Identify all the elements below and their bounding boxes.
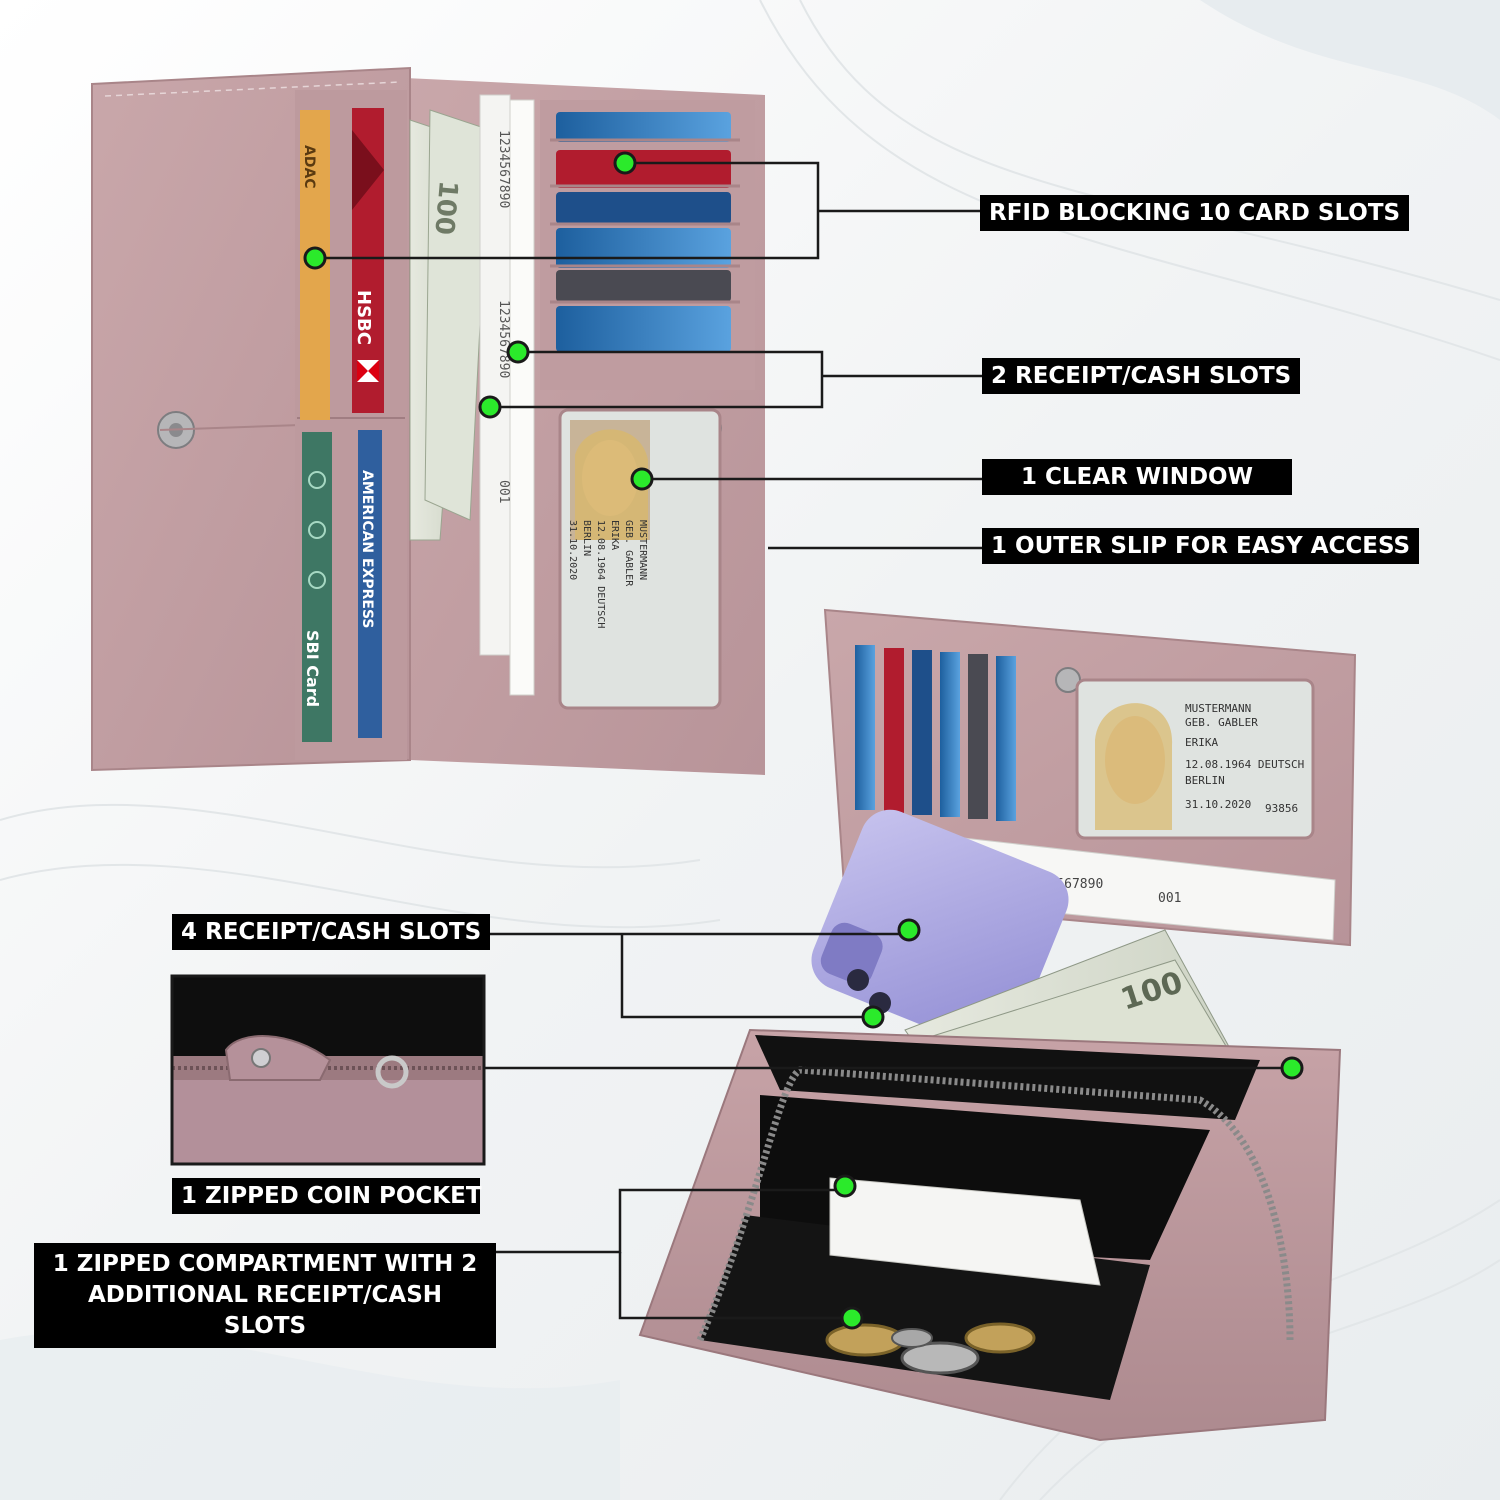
label-2-receipt-cash-slots: 2 RECEIPT/CASH SLOTS bbox=[982, 358, 1301, 394]
id-clear-window-top: MUSTERMANN GEB. GABLER ERIKA 12.08.1964 … bbox=[558, 408, 722, 710]
svg-text:31.10.2020: 31.10.2020 bbox=[1185, 798, 1251, 811]
svg-text:1234567890: 1234567890 bbox=[496, 130, 511, 208]
wallet-open-bottom: MUSTERMANN GEB. GABLER ERIKA 12.08.1964 … bbox=[638, 608, 1357, 1442]
svg-text:MUSTERMANN: MUSTERMANN bbox=[1185, 702, 1251, 715]
coin-pocket-inset bbox=[170, 974, 486, 1166]
svg-text:12.08.1964 DEUTSCH: 12.08.1964 DEUTSCH bbox=[1185, 758, 1304, 771]
card-slots-top-right bbox=[540, 100, 755, 390]
svg-text:93856: 93856 bbox=[1265, 802, 1298, 815]
dot-coin bbox=[1280, 1056, 1304, 1080]
dot-window bbox=[630, 467, 654, 491]
adac-card: ADAC bbox=[300, 110, 330, 420]
svg-text:ADAC: ADAC bbox=[301, 145, 317, 189]
svg-text:31.10.2020: 31.10.2020 bbox=[567, 520, 578, 580]
svg-text:001: 001 bbox=[1158, 891, 1181, 906]
label-4-receipt-cash-slots: 4 RECEIPT/CASH SLOTS bbox=[172, 914, 491, 950]
svg-text:HSBC: HSBC bbox=[353, 290, 374, 345]
svg-text:100: 100 bbox=[428, 179, 463, 236]
svg-text:GEB. GABLER: GEB. GABLER bbox=[623, 520, 634, 587]
amex-card: AMERICAN EXPRESS bbox=[358, 430, 382, 738]
callout-dots bbox=[303, 151, 1304, 1330]
dot-zipped-1 bbox=[833, 1174, 857, 1198]
dot-rfid-1 bbox=[613, 151, 637, 175]
wallet-open-top: ADAC HSBC SBI Card AMERICAN EXPRESS bbox=[91, 66, 765, 775]
dot-receipt4-1 bbox=[897, 918, 921, 942]
dot-receipt2-2 bbox=[478, 395, 502, 419]
svg-text:12.08.1964 DEUTSCH: 12.08.1964 DEUTSCH bbox=[595, 520, 606, 628]
svg-text:SBI Card: SBI Card bbox=[303, 630, 322, 707]
dot-receipt2-1 bbox=[506, 340, 530, 364]
label-zipped-line-2: ADDITIONAL RECEIPT/CASH SLOTS bbox=[87, 1282, 443, 1339]
label-outer-slip: 1 OUTER SLIP FOR EASY ACCESS bbox=[982, 528, 1420, 564]
svg-text:BERLIN: BERLIN bbox=[1185, 774, 1225, 787]
svg-text:GEB. GABLER: GEB. GABLER bbox=[1185, 716, 1258, 729]
svg-text:1234567890: 1234567890 bbox=[496, 300, 511, 378]
svg-text:AMERICAN EXPRESS: AMERICAN EXPRESS bbox=[359, 470, 375, 629]
label-zipped-compartment: 1 ZIPPED COMPARTMENT WITH 2 ADDITIONAL R… bbox=[34, 1243, 496, 1348]
svg-text:BERLIN: BERLIN bbox=[581, 520, 592, 556]
svg-text:001: 001 bbox=[496, 480, 511, 503]
label-rfid-card-slots: RFID BLOCKING 10 CARD SLOTS bbox=[980, 195, 1410, 231]
dot-receipt4-2 bbox=[861, 1005, 885, 1029]
coins bbox=[825, 1322, 1036, 1375]
card-slots-bottom bbox=[855, 645, 1016, 821]
hsbc-card: HSBC bbox=[352, 108, 384, 413]
label-zipped-coin-pocket: 1 ZIPPED COIN POCKET bbox=[172, 1178, 482, 1214]
dot-rfid-2 bbox=[303, 246, 327, 270]
green-patterned-card: SBI Card bbox=[302, 432, 332, 742]
phone bbox=[811, 809, 1069, 1051]
svg-text:MUSTERMANN: MUSTERMANN bbox=[637, 520, 648, 580]
label-clear-window: 1 CLEAR WINDOW bbox=[982, 459, 1292, 495]
svg-text:ERIKA: ERIKA bbox=[609, 520, 620, 550]
label-zipped-line-1: 1 ZIPPED COMPARTMENT WITH 2 bbox=[52, 1251, 478, 1277]
banknotes-top: 100 bbox=[409, 109, 491, 541]
callout-lines bbox=[315, 161, 1292, 1320]
svg-text:ERIKA: ERIKA bbox=[1185, 736, 1218, 749]
receipt-slips-top: 1234567890 1234567890 001 bbox=[479, 94, 535, 696]
id-clear-window-bottom: MUSTERMANN GEB. GABLER ERIKA 12.08.1964 … bbox=[1075, 678, 1315, 840]
dot-zipped-2 bbox=[840, 1306, 864, 1330]
